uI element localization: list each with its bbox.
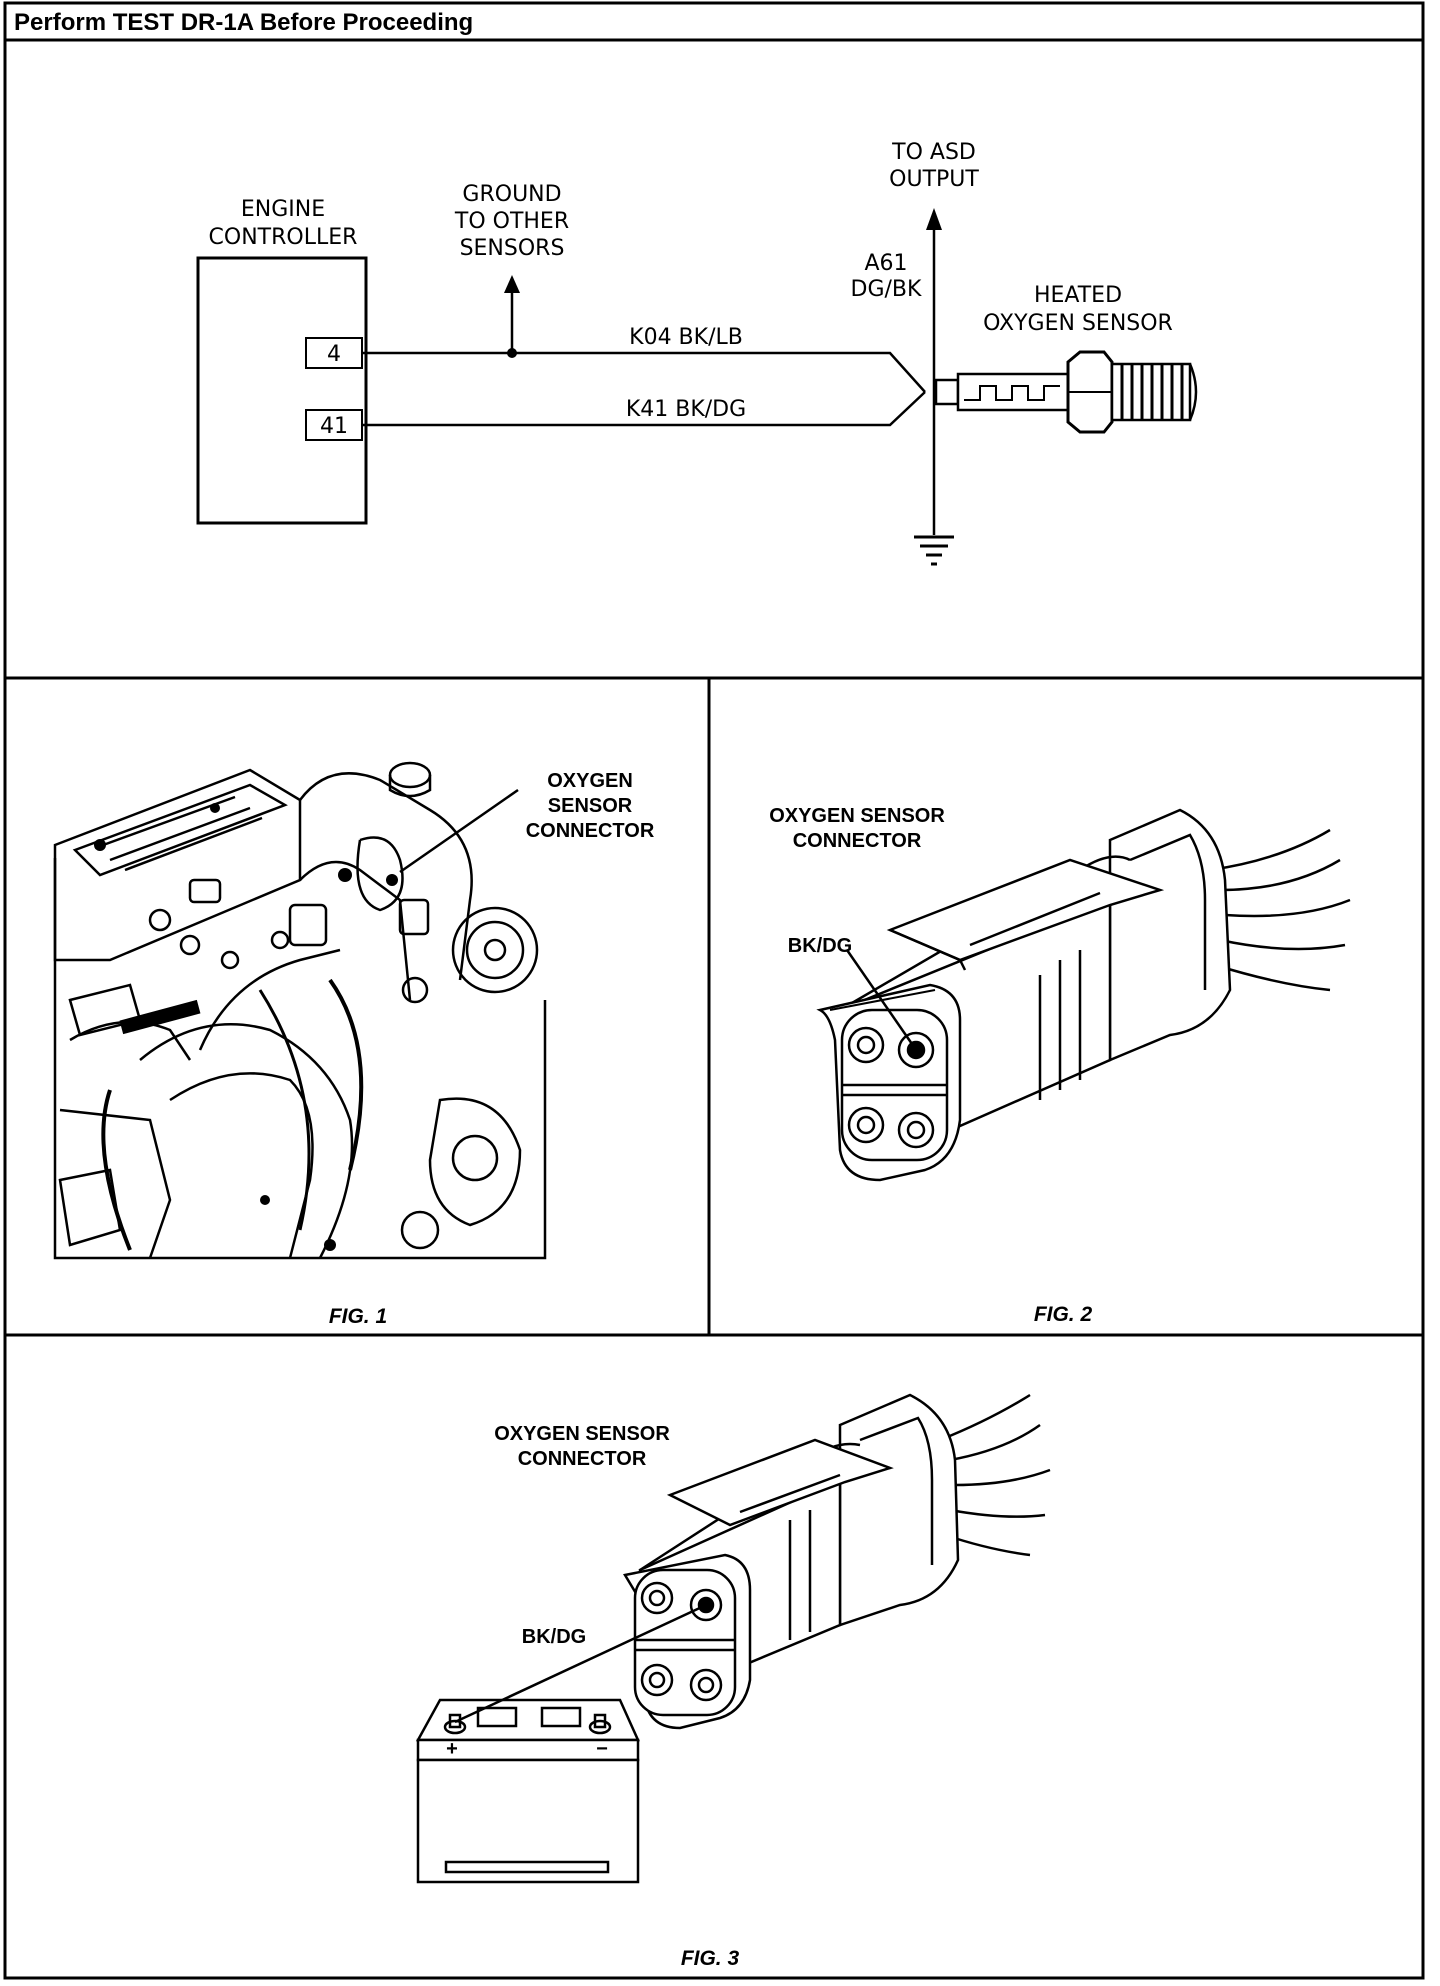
fig1-engine-illustration [53, 761, 547, 1260]
engine-controller-label-2: CONTROLLER [209, 225, 358, 250]
heated-oxygen-sensor [934, 350, 1198, 434]
battery-plus-label: + [446, 1738, 458, 1760]
engine-controller-label-1: ENGINE [241, 197, 325, 222]
fig1-callout-3: CONNECTOR [526, 820, 655, 842]
fig2-pin-label: BK/DG [788, 935, 852, 957]
wiring-schematic: ENGINE CONTROLLER 4 41 K04 BK/LB K41 BK/… [196, 140, 1198, 566]
fig1-caption: FIG. 1 [329, 1305, 387, 1328]
jumper-wire [454, 1604, 705, 1724]
fig2-caption: FIG. 2 [1034, 1303, 1093, 1326]
ground-label-2: TO OTHER [454, 209, 569, 234]
fig1-callout-1: OXYGEN [547, 770, 633, 792]
fig2-pin-leader [845, 949, 914, 1045]
battery-minus-label: − [596, 1738, 608, 1760]
wire-k41-label: K41 BK/DG [626, 397, 746, 422]
fig3-callout-2: CONNECTOR [518, 1448, 647, 1470]
fig3-pin-label: BK/DG [522, 1626, 586, 1648]
pin-41-label: 41 [320, 414, 348, 439]
fig2-callout-1: OXYGEN SENSOR [769, 805, 945, 827]
page-title: Perform TEST DR-1A Before Proceeding [14, 9, 473, 36]
battery-illustration [415, 1698, 640, 1884]
asd-arrow [926, 208, 942, 230]
engine-controller-box [196, 256, 368, 525]
ground-label-3: SENSORS [460, 236, 565, 261]
wire-a61-label-2: DG/BK [851, 277, 922, 302]
wire-k04-label: K04 BK/LB [629, 325, 743, 350]
fig3-connector-illustration [623, 1393, 1051, 1730]
page-frame [3, 1, 1425, 1980]
sensor-label-1: HEATED [1034, 283, 1122, 308]
asd-label-1: TO ASD [891, 140, 976, 165]
asd-label-2: OUTPUT [889, 167, 979, 192]
wire-k41 [362, 391, 926, 427]
ground-symbol [914, 535, 954, 566]
wire-k04 [362, 351, 926, 393]
wire-a61-label-1: A61 [864, 251, 907, 276]
fig2-callout-2: CONNECTOR [793, 830, 922, 852]
pin-4-label: 4 [327, 342, 341, 367]
ground-label-1: GROUND [462, 182, 561, 207]
fig3-caption: FIG. 3 [681, 1947, 740, 1970]
fig1-callout-2: SENSOR [548, 795, 633, 817]
fig1-callout-leader [399, 788, 519, 874]
fig2-connector-illustration [816, 808, 1351, 1182]
sensor-label-2: OXYGEN SENSOR [983, 311, 1173, 336]
fig3-callout-1: OXYGEN SENSOR [494, 1423, 670, 1445]
ground-branch-arrow [504, 275, 520, 293]
pin-41-box [305, 409, 363, 441]
